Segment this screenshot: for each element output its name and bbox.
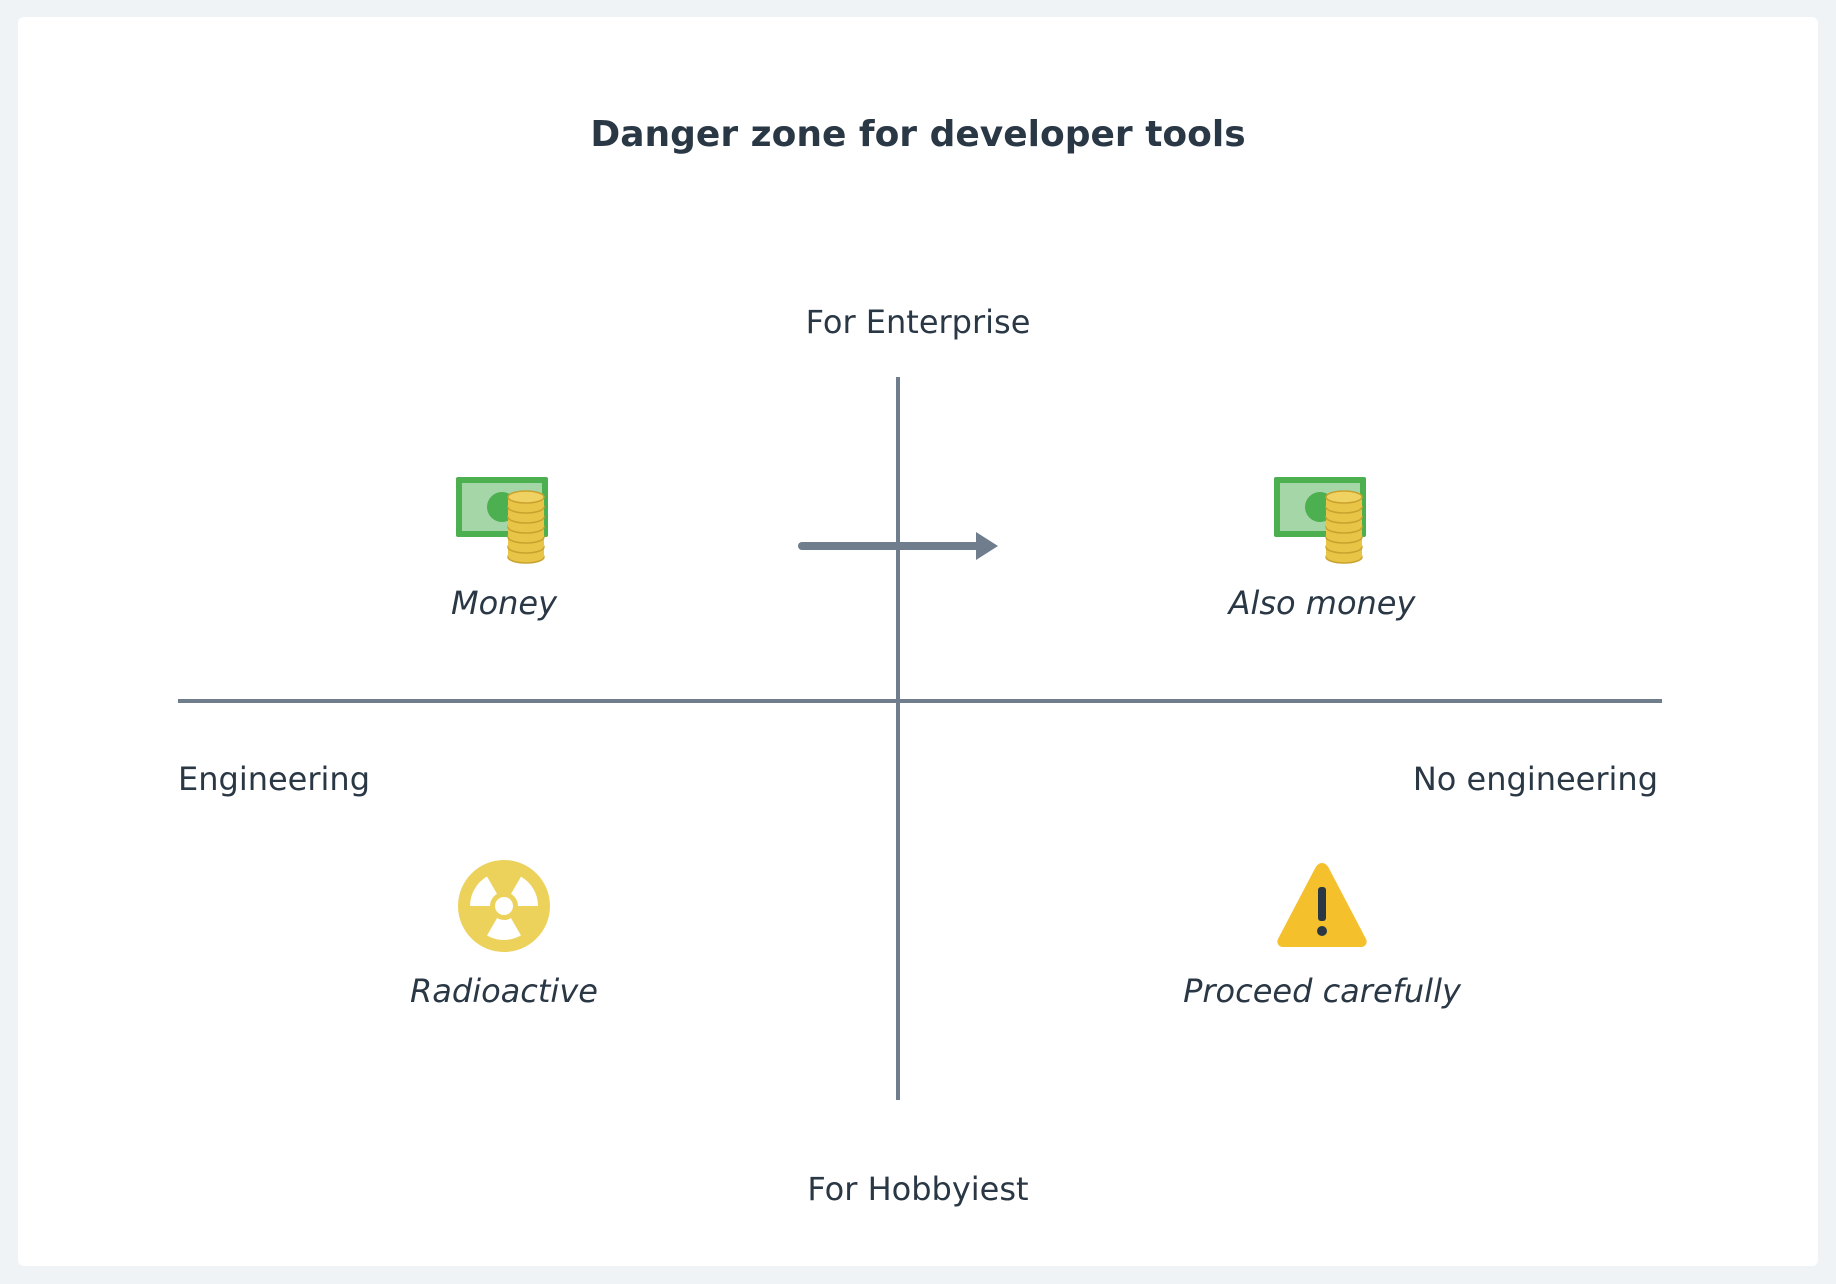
- radioactive-icon: [458, 860, 550, 952]
- diagram-title: Danger zone for developer tools: [590, 114, 1246, 155]
- money-icon: [456, 477, 548, 564]
- money-icon: [1274, 477, 1366, 564]
- quadrant-bottom-right: Proceed carefully: [1122, 859, 1522, 1011]
- quadrant-bottom-left: Radioactive: [304, 859, 704, 1011]
- arrow-right-icon: [798, 532, 998, 560]
- axis-label-top: For Enterprise: [805, 303, 1031, 341]
- axis-label-left: Engineering: [178, 760, 370, 798]
- quadrant-caption: Money: [450, 584, 558, 622]
- quadrant-top-left: Money: [304, 475, 704, 623]
- quadrant-caption: Also money: [1228, 584, 1416, 622]
- quadrant-caption: Radioactive: [410, 972, 598, 1010]
- axis-label-right: No engineering: [1412, 760, 1658, 798]
- diagram-card: Danger zone for developer tools For Ente…: [18, 17, 1818, 1266]
- quadrant-top-right: Also money: [1122, 475, 1522, 623]
- axis-label-bottom: For Hobbyiest: [807, 1170, 1029, 1208]
- warning-icon: [1277, 863, 1367, 947]
- quadrant-axes: [178, 377, 1662, 1100]
- quadrant-caption: Proceed carefully: [1183, 972, 1461, 1010]
